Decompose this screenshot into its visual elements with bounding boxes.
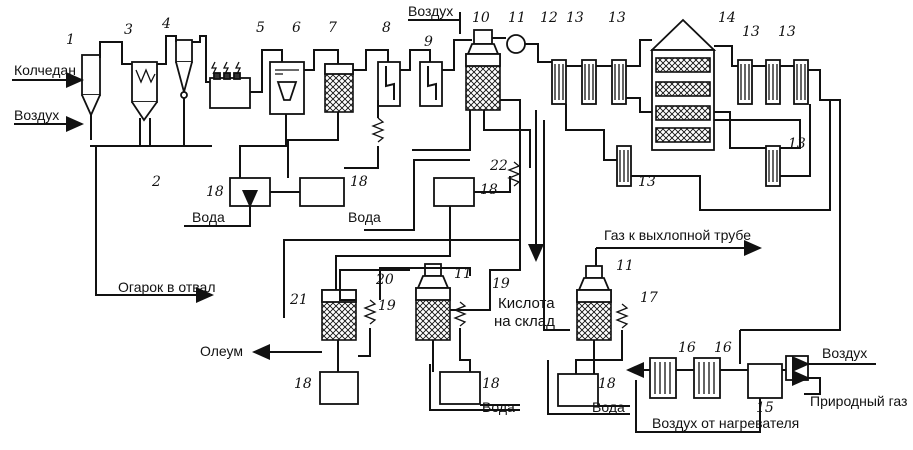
label-16-b: 16	[714, 340, 732, 356]
label-6: 6	[292, 20, 301, 36]
cinder-line	[95, 146, 214, 303]
label-exhaust: Газ к выхлопной трубе	[604, 227, 751, 243]
label-1: 1	[66, 32, 75, 48]
label-14: 14	[718, 10, 736, 26]
label-13-e: 13	[788, 136, 806, 152]
label-air-top: Воздух	[408, 3, 453, 19]
label-8: 8	[382, 20, 391, 36]
label-water-1: Вода	[192, 209, 225, 225]
label-17: 17	[640, 290, 658, 306]
label-acid-2: на склад	[494, 313, 555, 330]
label-18-b: 18	[350, 174, 368, 190]
contact-apparatus	[649, 18, 717, 151]
collectors-row-2	[319, 371, 599, 407]
label-13-b: 13	[608, 10, 626, 26]
label-water-3: Вода	[482, 399, 515, 415]
label-18-a: 18	[206, 184, 224, 200]
label-air-right: Воздух	[822, 345, 867, 361]
label-water-4: Вода	[592, 399, 625, 415]
label-oleum: Олеум	[200, 343, 243, 359]
label-19-b: 19	[378, 298, 396, 314]
heat-exchangers-top	[551, 59, 809, 187]
label-11-right: 11	[616, 258, 634, 274]
exhaust-absorber	[576, 265, 612, 341]
pyrite-feeder	[81, 54, 101, 140]
label-18-e: 18	[482, 376, 500, 392]
label-12: 12	[540, 10, 558, 26]
label-5: 5	[256, 20, 265, 36]
label-13-d: 13	[778, 24, 796, 40]
label-20: 20	[375, 272, 394, 288]
label-11-mid: 11	[454, 266, 472, 282]
label-18-d: 18	[294, 376, 312, 392]
label-3: 3	[124, 22, 133, 38]
washing-tower-1	[269, 61, 305, 115]
label-4: 4	[161, 16, 171, 32]
oleum-absorber	[321, 289, 357, 341]
label-cinder: Огарок в отвал	[118, 279, 216, 295]
label-21: 21	[289, 292, 308, 308]
roasting-furnace	[131, 61, 158, 146]
label-22: 22	[489, 158, 508, 174]
wet-electrofilter-1	[377, 61, 401, 107]
cooler-zigzag-1	[371, 117, 385, 143]
label-13-c: 13	[742, 24, 760, 40]
label-natural-gas: Природный газ	[810, 393, 907, 409]
label-7: 7	[328, 20, 337, 36]
packed-tower-2	[324, 63, 354, 113]
label-10: 10	[472, 10, 490, 26]
label-2: 2	[151, 174, 161, 190]
heater-exchangers	[649, 355, 809, 399]
label-acid-1: Кислота	[498, 295, 555, 312]
label-13-a: 13	[566, 10, 584, 26]
wet-electrofilter-2	[419, 61, 443, 107]
label-19-a: 19	[492, 276, 510, 292]
label-9: 9	[424, 34, 433, 50]
label-pyrite: Колчедан	[14, 62, 76, 78]
label-18-c: 18	[480, 182, 498, 198]
label-11-top: 11	[508, 10, 526, 26]
label-15: 15	[756, 400, 774, 416]
blower	[506, 34, 526, 54]
label-heater-air: Воздух от нагревателя	[652, 415, 799, 431]
label-water-2: Вода	[348, 209, 381, 225]
label-18-f: 18	[598, 376, 616, 392]
electrofilter	[209, 61, 251, 109]
drying-tower	[465, 29, 501, 111]
cyclone	[175, 39, 193, 146]
monohydrate-absorber	[415, 263, 451, 341]
label-13-f: 13	[638, 174, 656, 190]
label-16-a: 16	[678, 340, 696, 356]
label-air-left: Воздух	[14, 107, 59, 123]
